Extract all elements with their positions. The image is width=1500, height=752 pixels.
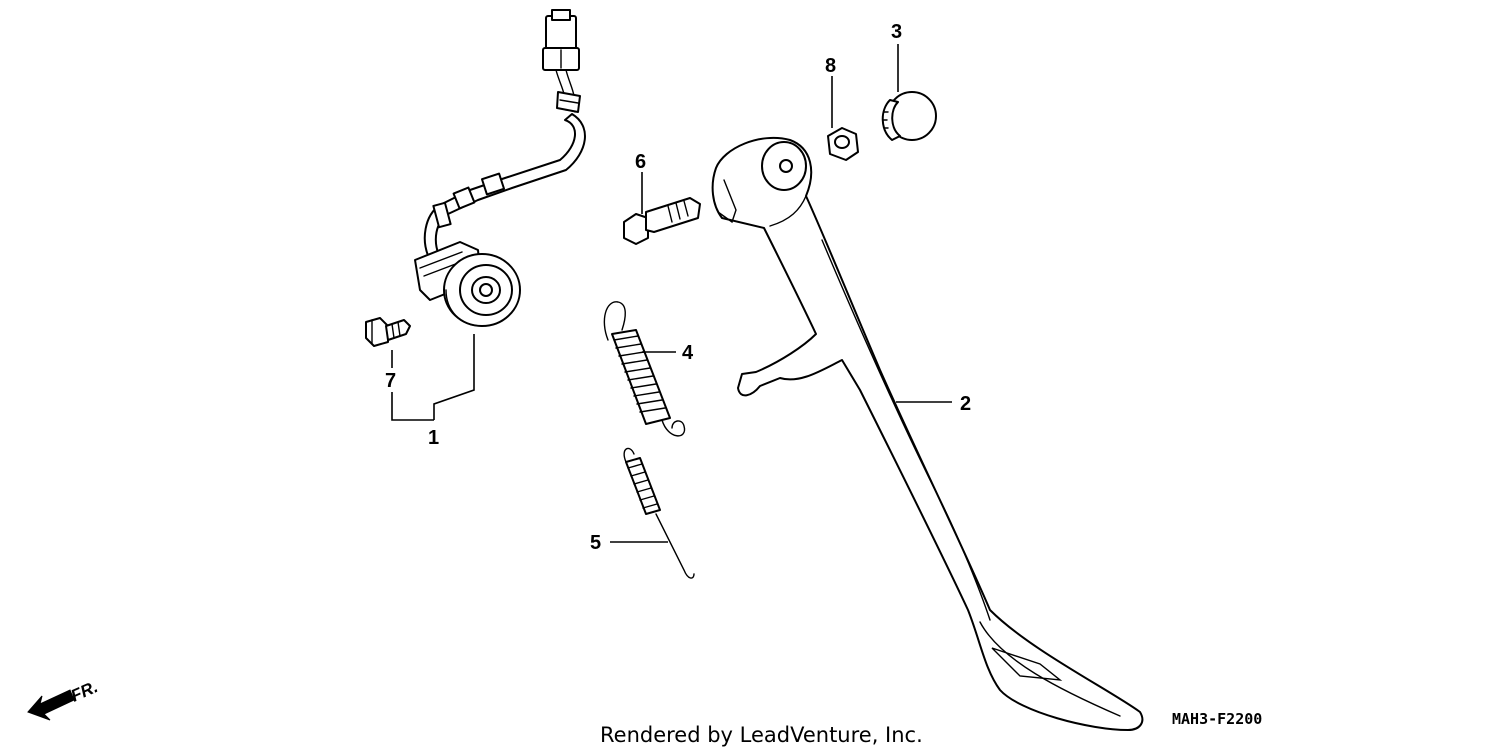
spring-5: [623, 447, 695, 579]
callout-5: 5: [590, 532, 601, 554]
side-stand-2: [711, 136, 1144, 731]
spring-4: [603, 301, 686, 437]
nut-8: [827, 127, 859, 161]
render-credit: Rendered by LeadVenture, Inc.: [600, 723, 923, 747]
side-stand-switch: [414, 9, 586, 327]
diagram-code: MAH3-F2200: [1172, 710, 1262, 728]
leader-lines: [391, 44, 952, 543]
bolt-7: [365, 317, 411, 347]
front-arrow-icon: [27, 689, 75, 721]
callout-7: 7: [385, 370, 396, 392]
callout-3: 3: [891, 21, 902, 43]
front-direction-indicator: FR.: [27, 677, 101, 721]
pivot-bolt-6: [623, 197, 701, 245]
callout-4: 4: [682, 342, 694, 364]
callout-6: 6: [635, 151, 646, 173]
front-label: FR.: [68, 677, 101, 705]
callout-8: 8: [825, 55, 836, 77]
callout-2: 2: [960, 393, 971, 415]
cap-3: [881, 91, 937, 141]
callout-1: 1: [428, 427, 439, 449]
